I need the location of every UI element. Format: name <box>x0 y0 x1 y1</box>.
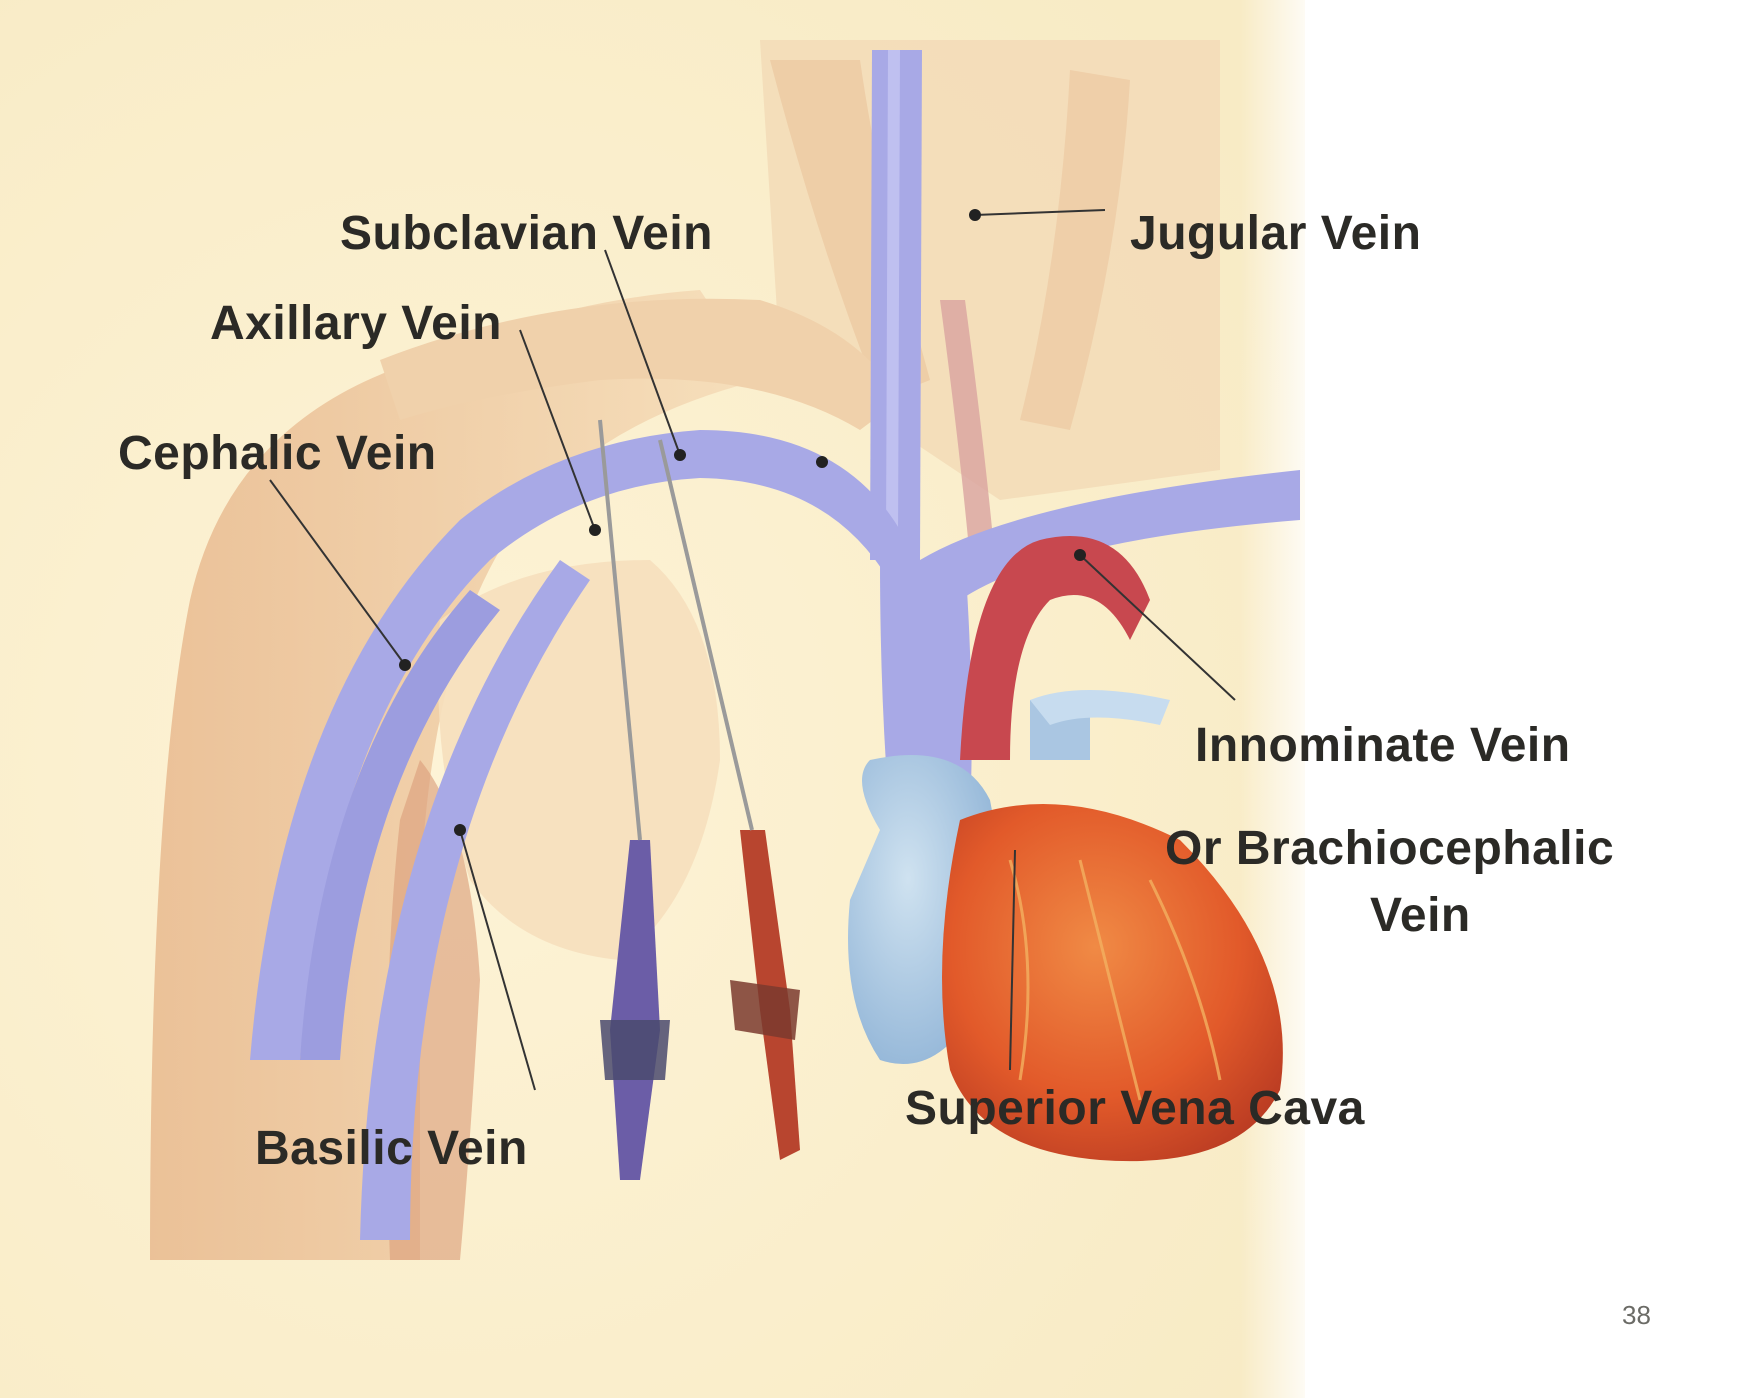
axillary-vein-label: Axillary Vein <box>210 300 502 348</box>
innominate-vein-label: Innominate Vein <box>1195 722 1571 770</box>
cephalic-vein-label: Cephalic Vein <box>118 430 437 478</box>
superior-vena-cava-label: Superior Vena Cava <box>905 1085 1365 1133</box>
basilic-vein-label: Basilic Vein <box>255 1125 528 1173</box>
jugular-vein-highlight <box>886 50 900 540</box>
page-number: 38 <box>1622 1300 1651 1331</box>
catheter-blue-hub <box>600 1020 670 1080</box>
brachiocephalic-label-line1: Or Brachiocephalic <box>1165 825 1614 873</box>
jugular-vein-label: Jugular Vein <box>1130 210 1421 258</box>
subclavian-vein-label: Subclavian Vein <box>340 210 713 258</box>
brachiocephalic-label-line2: Vein <box>1370 892 1471 940</box>
